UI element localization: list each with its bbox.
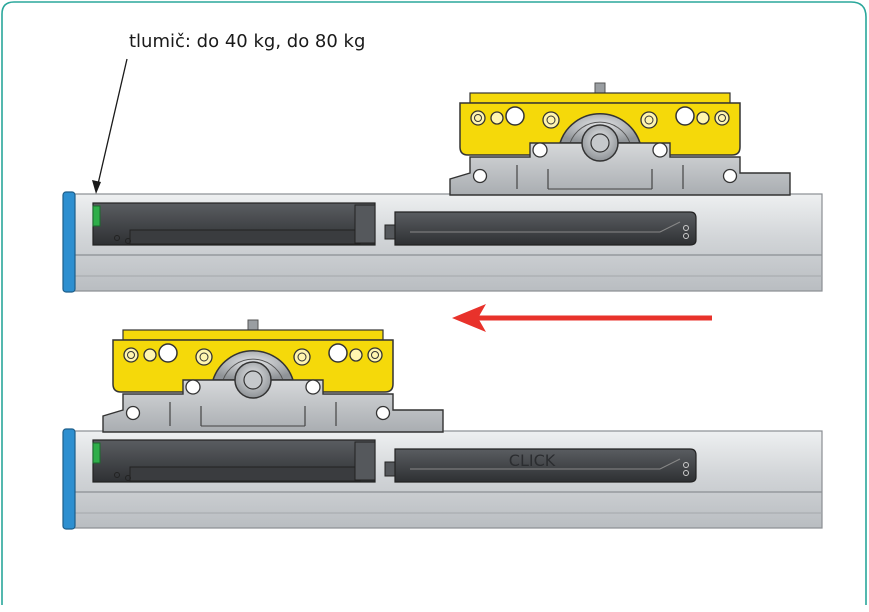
damper-callout-label: tlumič: do 40 kg, do 80 kg: [129, 31, 366, 52]
top-catch-body: [394, 211, 697, 246]
bottom-catch-body: [394, 448, 697, 483]
callout-leader-line: [97, 58, 128, 185]
bottom-carriage: [102, 319, 444, 433]
top-carriage: [449, 82, 791, 196]
bottom-end-cap: [62, 428, 76, 530]
double-arrow-left-icon: [452, 304, 712, 332]
bottom-damper-green: [92, 442, 101, 464]
top-damper-green: [92, 205, 101, 227]
top-end-cap: [62, 191, 76, 293]
bottom-assembly: CLICK: [62, 319, 823, 530]
callout-arrowhead: [92, 180, 101, 194]
top-assembly: [62, 82, 823, 293]
click-label: CLICK: [509, 451, 556, 470]
